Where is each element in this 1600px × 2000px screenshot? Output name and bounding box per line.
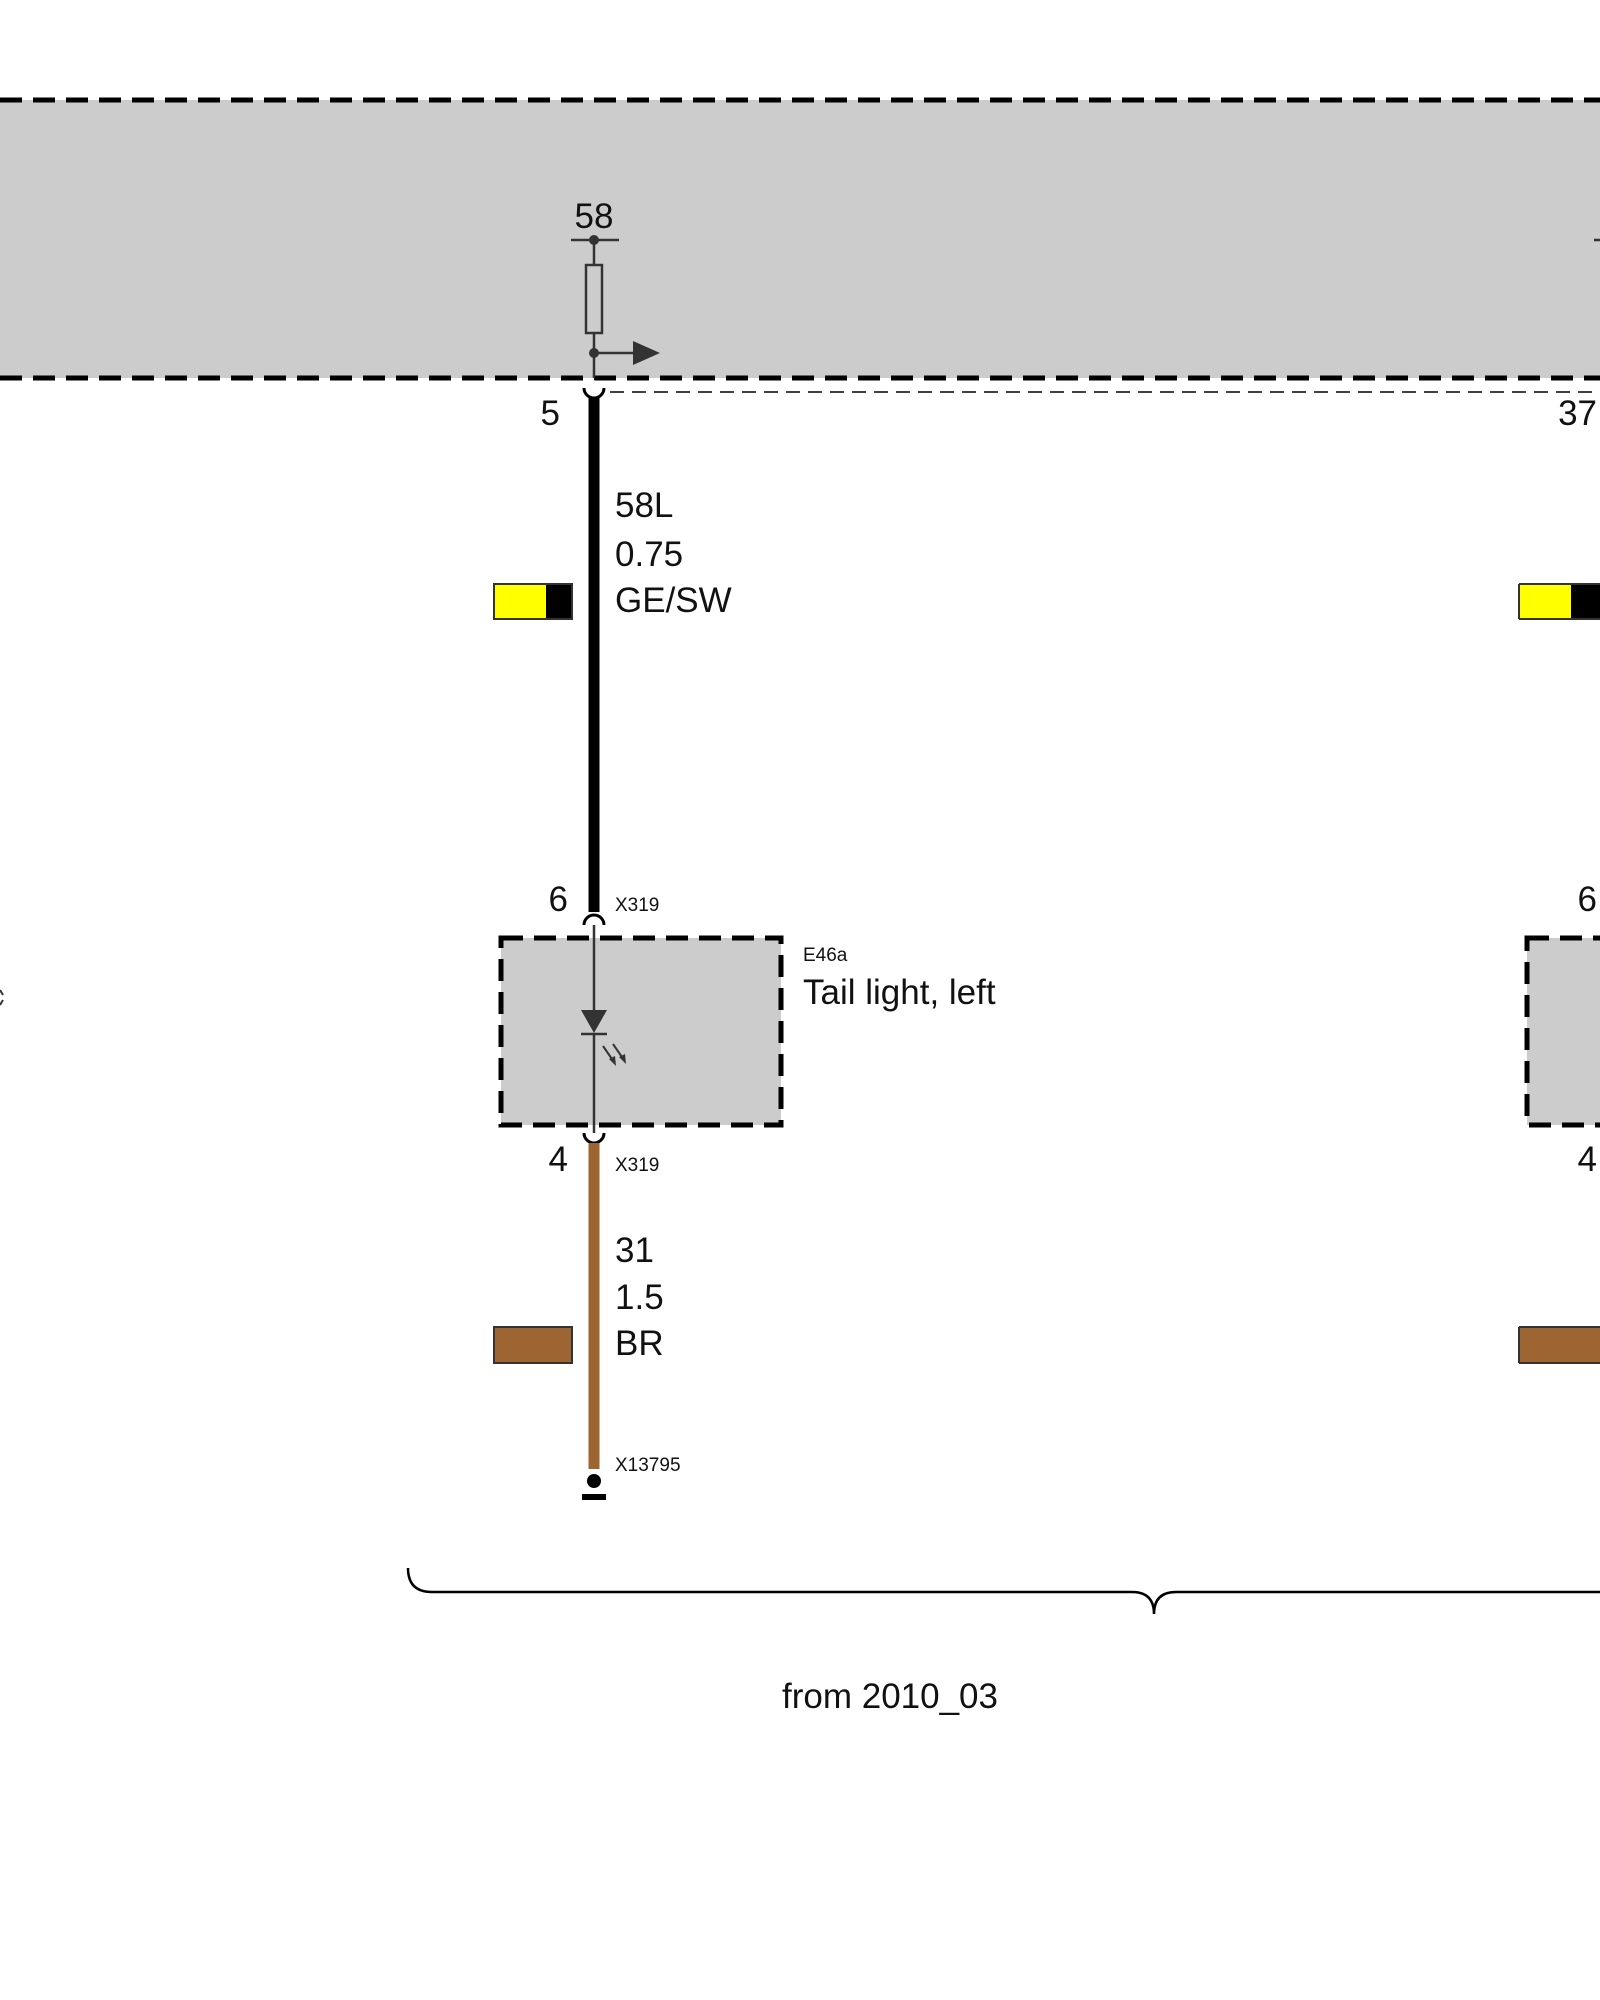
tail-light-right-component [1524,935,1600,1128]
wire-gauge-label: 0.75 [615,535,683,574]
connector-socket-icon [582,1132,606,1145]
footer-note: from 2010_03 [782,1677,998,1716]
wire-signal-label: 58L [615,486,673,525]
connector-top-right-pin-label: 6 [1578,880,1597,919]
fuse-symbol [571,235,660,378]
connector-bottom-pin-label: 4 [549,1140,568,1179]
output-arrow-icon [633,341,660,365]
wire-color-swatch-right [1518,583,1600,620]
wire-color-swatch [493,583,573,620]
module-fill [0,100,1600,378]
component-id-label: E46a [803,945,848,966]
connector-bottom-name: X319 [615,1155,659,1176]
component-name-label: Tail light, left [803,973,996,1012]
terminal-58-label: 58 [575,197,614,236]
wire-31: 31 1.5 BR [493,1143,1600,1469]
component-box-right [1524,935,1600,1128]
ground-icon [587,1474,601,1488]
wire-color-swatch [493,1326,573,1364]
module-pin-left-label: 5 [541,394,560,433]
module-pin-right-label: 37 [1558,394,1597,433]
ground-point: X13795 [582,1455,681,1500]
connector-top-pin-label: 6 [549,880,568,919]
wire-signal-label: 31 [615,1231,654,1270]
control-module: 58 5 37 [0,97,1600,433]
led-icon [581,1010,607,1033]
curly-brace [406,1567,1600,1615]
light-emission-icon [602,1043,626,1066]
wire-gauge-label: 1.5 [615,1278,664,1317]
tail-light-component: E46a Tail light, left [498,925,996,1133]
connector-pin-icon [582,913,606,926]
wire-color-swatch-right [1518,1326,1600,1364]
wire-58l: 58L 0.75 GE/SW [493,387,1600,926]
connector-top-name: X319 [615,895,659,916]
wire-color-label: GE/SW [615,581,732,620]
component-box [498,935,784,1128]
connector-bottom-right-pin-label: 4 [1578,1140,1597,1179]
wire-color-label: BR [615,1324,664,1363]
ground-name-label: X13795 [615,1455,681,1476]
connector-socket-icon [582,387,606,400]
